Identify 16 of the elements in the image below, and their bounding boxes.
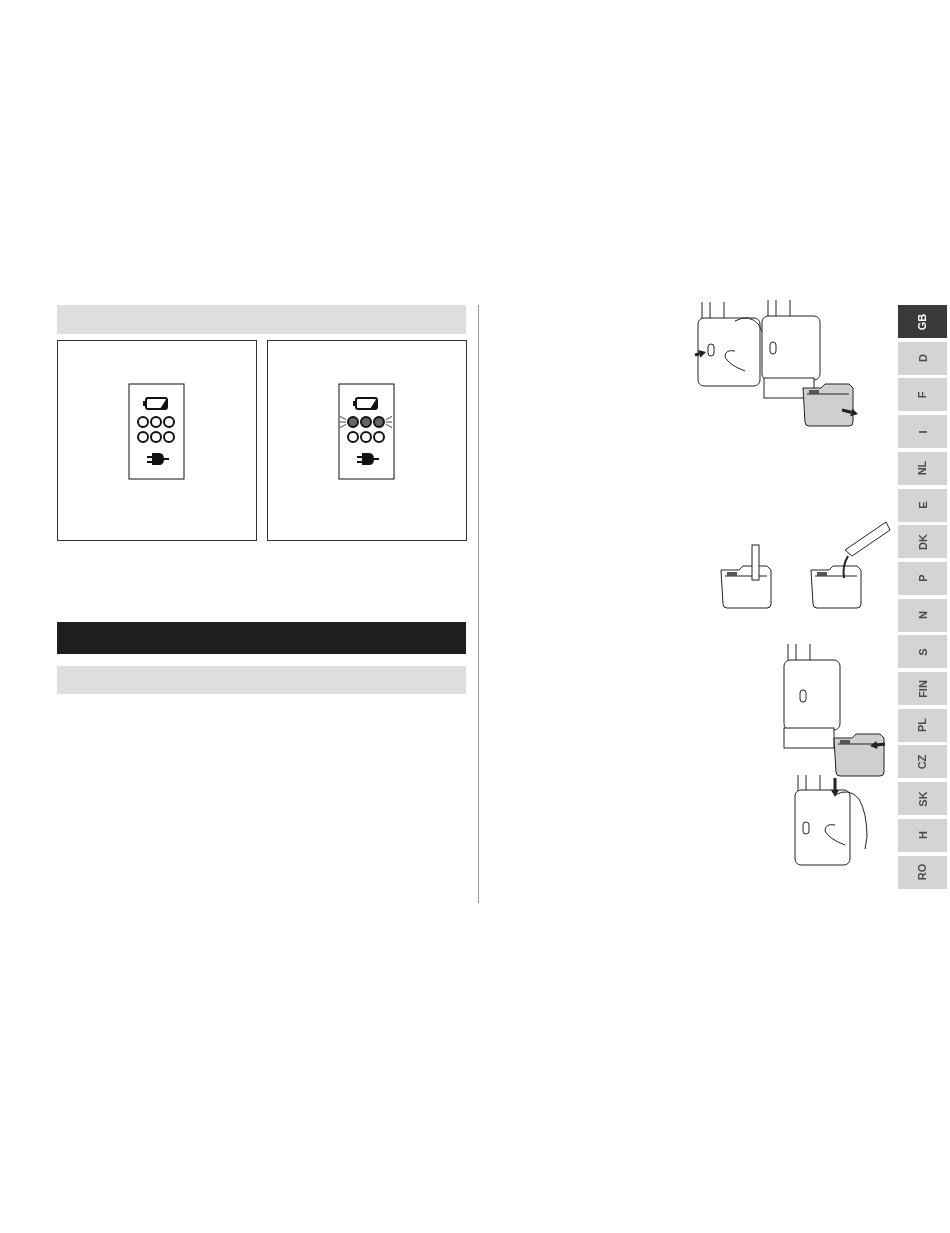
language-tab: FIN — [898, 672, 947, 705]
language-tab: N — [898, 598, 947, 632]
language-tab: F — [898, 378, 947, 412]
language-tab: P — [898, 561, 947, 595]
language-tab: PL — [898, 708, 947, 742]
language-tab: I — [898, 415, 947, 449]
language-tab: D — [898, 341, 947, 375]
language-tab: CZ — [898, 745, 947, 779]
language-tab: E — [898, 488, 947, 522]
language-tab: NL — [898, 451, 947, 485]
language-tab: RO — [898, 855, 947, 889]
language-tab: GB — [898, 305, 947, 338]
language-tab: SK — [898, 782, 947, 816]
language-tab: H — [898, 818, 947, 852]
language-tab: DK — [898, 525, 947, 559]
language-tab: S — [898, 635, 947, 669]
